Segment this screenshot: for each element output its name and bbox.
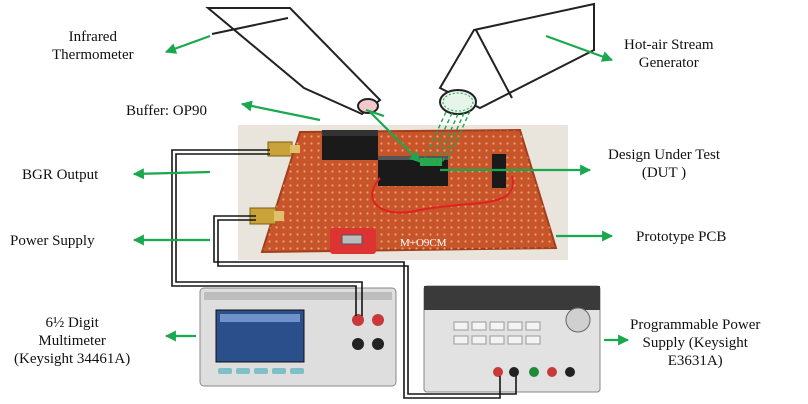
- label-prototype-pcb: Prototype PCB: [636, 228, 726, 246]
- label-line: Design Under Test: [608, 146, 720, 164]
- multimeter-device: [200, 288, 396, 386]
- label-power-supply: Power Supply: [10, 232, 95, 250]
- label-multimeter: 6½ Digit Multimeter (Keysight 34461A): [14, 314, 130, 368]
- pcb-marking: M+O9CM: [400, 237, 447, 249]
- usb-port: [342, 235, 362, 244]
- label-line: Infrared: [52, 28, 134, 46]
- hot-air-generator-device: [440, 4, 594, 114]
- arrow-buffer: [242, 104, 320, 120]
- label-hot-air-generator: Hot-air Stream Generator: [624, 36, 714, 72]
- prototype-pcb-board: [262, 130, 556, 254]
- buffer-op90-chip: [322, 130, 378, 160]
- label-line: Hot-air Stream: [624, 36, 714, 54]
- label-infrared-thermometer: Infrared Thermometer: [52, 28, 134, 64]
- label-line: Thermometer: [52, 46, 134, 64]
- label-line: (DUT ): [608, 164, 720, 182]
- label-dut: Design Under Test (DUT ): [608, 146, 720, 182]
- label-line: Generator: [624, 54, 714, 72]
- arrow-infrared: [166, 36, 210, 52]
- label-bgr-output: BGR Output: [22, 166, 98, 184]
- label-line: (Keysight 34461A): [14, 350, 130, 368]
- label-line: E3631A): [630, 352, 760, 370]
- label-line: Multimeter: [14, 332, 130, 350]
- label-line: Programmable Power: [630, 316, 760, 334]
- programmable-power-supply-device: [424, 286, 600, 392]
- label-programmable-power-supply: Programmable Power Supply (Keysight E363…: [630, 316, 760, 370]
- power-supply-knob: [566, 308, 590, 332]
- label-buffer: Buffer: OP90: [126, 102, 207, 120]
- infrared-thermometer-device: [208, 8, 380, 114]
- label-line: 6½ Digit: [14, 314, 130, 332]
- arrow-bgr: [134, 172, 210, 174]
- label-line: Supply (Keysight: [630, 334, 760, 352]
